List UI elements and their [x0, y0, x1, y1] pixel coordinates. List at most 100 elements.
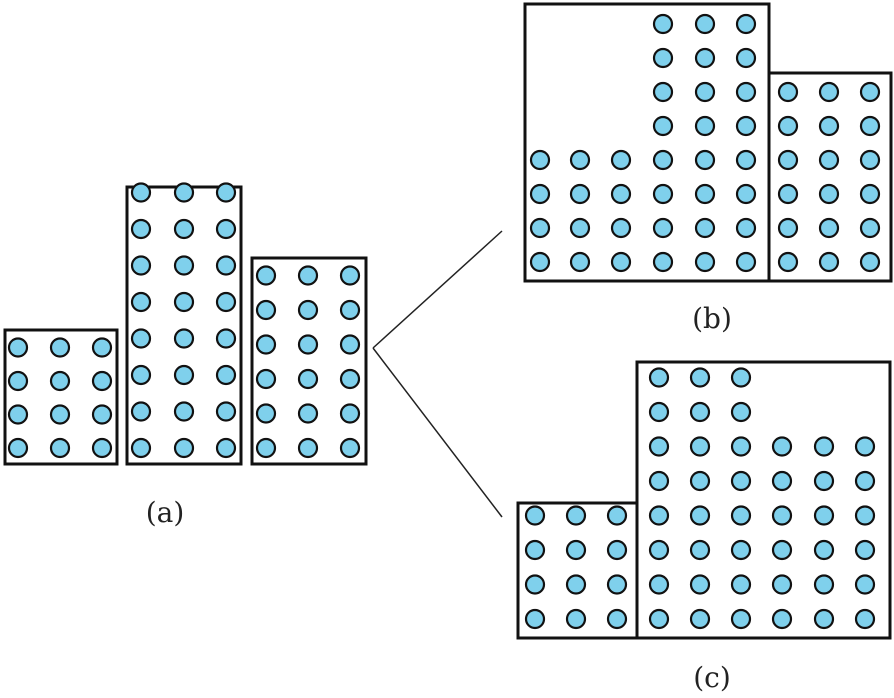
dot [652, 47, 674, 69]
dot [49, 337, 71, 358]
dot [648, 367, 670, 388]
dot [730, 367, 752, 388]
dot [771, 574, 793, 595]
dot [771, 505, 793, 526]
dot [813, 470, 835, 492]
dot [130, 255, 152, 276]
dot [130, 218, 152, 240]
dot [49, 370, 71, 392]
dot [854, 436, 876, 457]
dot [813, 574, 835, 595]
dot [771, 436, 793, 457]
dot [859, 217, 881, 239]
dot [7, 404, 29, 425]
dot [49, 437, 71, 459]
dot [777, 217, 799, 239]
dot [648, 539, 670, 561]
dot [173, 401, 195, 422]
dot [777, 149, 799, 171]
dot [689, 367, 711, 388]
dot [339, 265, 361, 286]
dot [652, 251, 674, 273]
dot [130, 182, 152, 203]
dot [771, 470, 793, 492]
dot [255, 299, 277, 321]
dot [297, 403, 319, 424]
dot [813, 436, 835, 457]
panel-b-block-right-box [767, 71, 893, 283]
dot [694, 115, 716, 137]
dot [339, 299, 361, 321]
panel-a-block-right-dots [255, 265, 361, 459]
panel-a: (a) [3, 182, 368, 529]
dot [694, 183, 716, 205]
dot [255, 403, 277, 424]
dot [610, 149, 632, 171]
dot [173, 437, 195, 459]
panel-b-block-merged-box [523, 2, 771, 283]
dot [689, 401, 711, 423]
dot [529, 183, 551, 205]
dot [648, 436, 670, 457]
dot [854, 539, 876, 561]
dot [735, 217, 757, 239]
dot [859, 251, 881, 273]
panel-a-block-right-box [250, 256, 368, 466]
dot [215, 401, 237, 422]
dot [91, 337, 113, 358]
dot [91, 370, 113, 392]
dot [813, 608, 835, 630]
dot [730, 470, 752, 492]
dot [130, 328, 152, 349]
dot [297, 437, 319, 459]
dot [859, 81, 881, 103]
dot [610, 217, 632, 239]
dot [648, 574, 670, 595]
dot [730, 401, 752, 423]
dot [49, 404, 71, 425]
dot [255, 265, 277, 286]
panel-b-block-merged-dots [529, 13, 757, 273]
panel-c-block-left-dots [524, 505, 628, 630]
dot [130, 364, 152, 386]
dot [569, 149, 591, 171]
dot [694, 81, 716, 103]
dot [297, 368, 319, 390]
dot [818, 183, 840, 205]
dot [606, 539, 628, 561]
dot [818, 251, 840, 273]
dot [771, 539, 793, 561]
dot [818, 115, 840, 137]
dot [777, 251, 799, 273]
panel-b: (b) [523, 2, 893, 335]
panel-a-block-middle-dots [130, 182, 237, 459]
dot [689, 470, 711, 492]
dot [565, 539, 587, 561]
dot [215, 218, 237, 240]
dot [730, 608, 752, 630]
dot [610, 183, 632, 205]
dot [859, 183, 881, 205]
dot [777, 81, 799, 103]
dot [339, 403, 361, 424]
dot [818, 217, 840, 239]
dot [339, 368, 361, 390]
dot [565, 608, 587, 630]
connector-line-to-b [372, 230, 503, 349]
dot [735, 115, 757, 137]
dot [777, 115, 799, 137]
dot [173, 364, 195, 386]
dot [854, 505, 876, 526]
dot [735, 81, 757, 103]
dot [648, 608, 670, 630]
dot [255, 334, 277, 355]
dot [648, 401, 670, 423]
dot [735, 183, 757, 205]
dot [689, 608, 711, 630]
dot [569, 183, 591, 205]
panel-c-block-merged-box [635, 360, 892, 640]
dot [524, 608, 546, 630]
dot [771, 608, 793, 630]
dot [735, 149, 757, 171]
dot [648, 470, 670, 492]
